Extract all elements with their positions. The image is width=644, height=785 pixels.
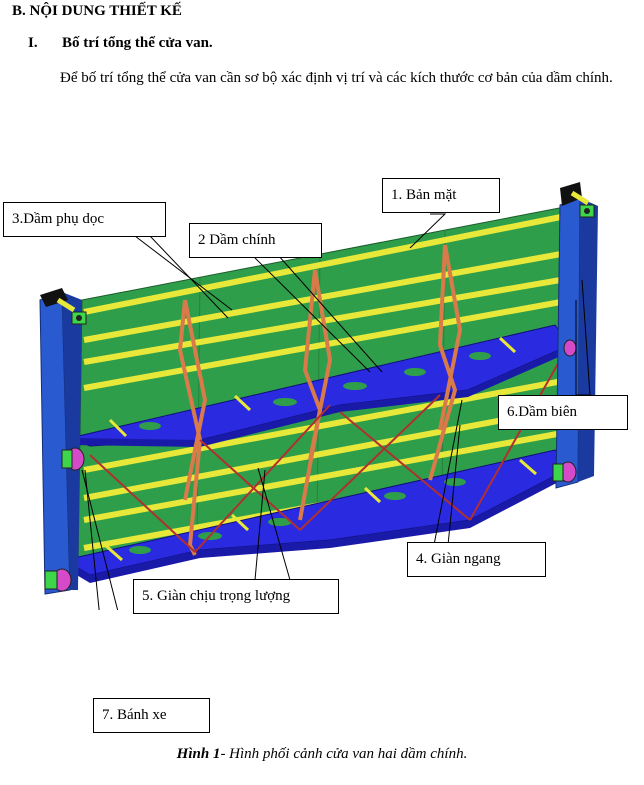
subsection-text: Bố trí tổng thể cửa van. — [62, 35, 213, 51]
label-skin-plate: 1. Bản mặt — [382, 178, 500, 213]
caption-label: Hình 1 — [176, 746, 221, 762]
label-wheel: 7. Bánh xe — [93, 698, 210, 733]
subsection-title: I. Bố trí tổng thể cửa van. — [28, 35, 213, 52]
caption-text: - Hình phối cảnh cửa van hai dầm chính. — [220, 746, 468, 762]
section-heading: B. NỘI DUNG THIẾT KẾ — [12, 3, 182, 19]
subsection-number: I. — [28, 35, 38, 51]
figure-caption: Hình 1- Hình phối cảnh cửa van hai dầm c… — [0, 746, 644, 763]
gate-perspective-figure — [39, 182, 598, 610]
body-paragraph: Để bố trí tổng thể cửa van cần sơ bộ xác… — [60, 70, 613, 86]
label-main-girder: 2 Dầm chính — [189, 223, 322, 258]
wheels — [44, 339, 577, 592]
label-transverse-truss: 4. Giàn ngang — [407, 542, 546, 577]
label-end-girder: 6.Dầm biên — [498, 395, 628, 430]
label-longitudinal-beam: 3.Dầm phụ dọc — [3, 202, 166, 237]
label-weight-truss: 5. Giàn chịu trọng lượng — [133, 579, 339, 614]
weight-bearing-truss — [89, 359, 561, 553]
girder-holes — [129, 352, 491, 554]
